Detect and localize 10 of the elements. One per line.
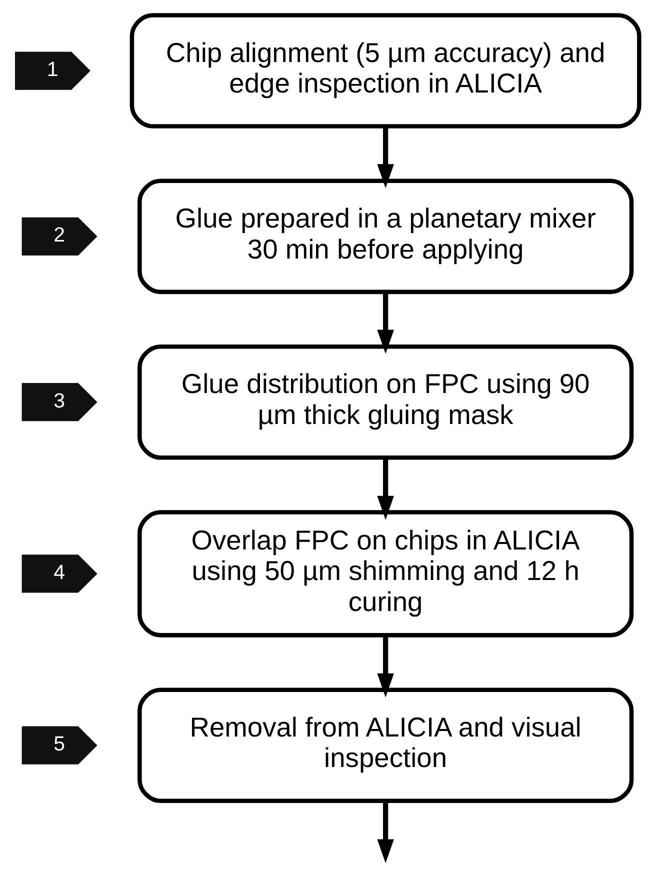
node-box: Overlap FPC on chips in ALICIA using 50 µm shimming and 12 h curing: [137, 510, 634, 638]
arrow: [376, 126, 394, 188]
arrow: [376, 292, 394, 354]
node-box: Removal from ALICIA and visual inspection: [137, 688, 634, 803]
node-box: Glue distribution on FPC using 90 µm thick gluing mask: [137, 344, 634, 460]
arrow: [376, 458, 394, 520]
node-box: Glue prepared in a planetary mixer 30 min before applying: [137, 178, 634, 294]
node-box: Chip alignment (5 µm accuracy) and edge inspection in ALICIA: [129, 13, 641, 128]
arrow: [376, 635, 394, 698]
arrow: [376, 801, 394, 864]
